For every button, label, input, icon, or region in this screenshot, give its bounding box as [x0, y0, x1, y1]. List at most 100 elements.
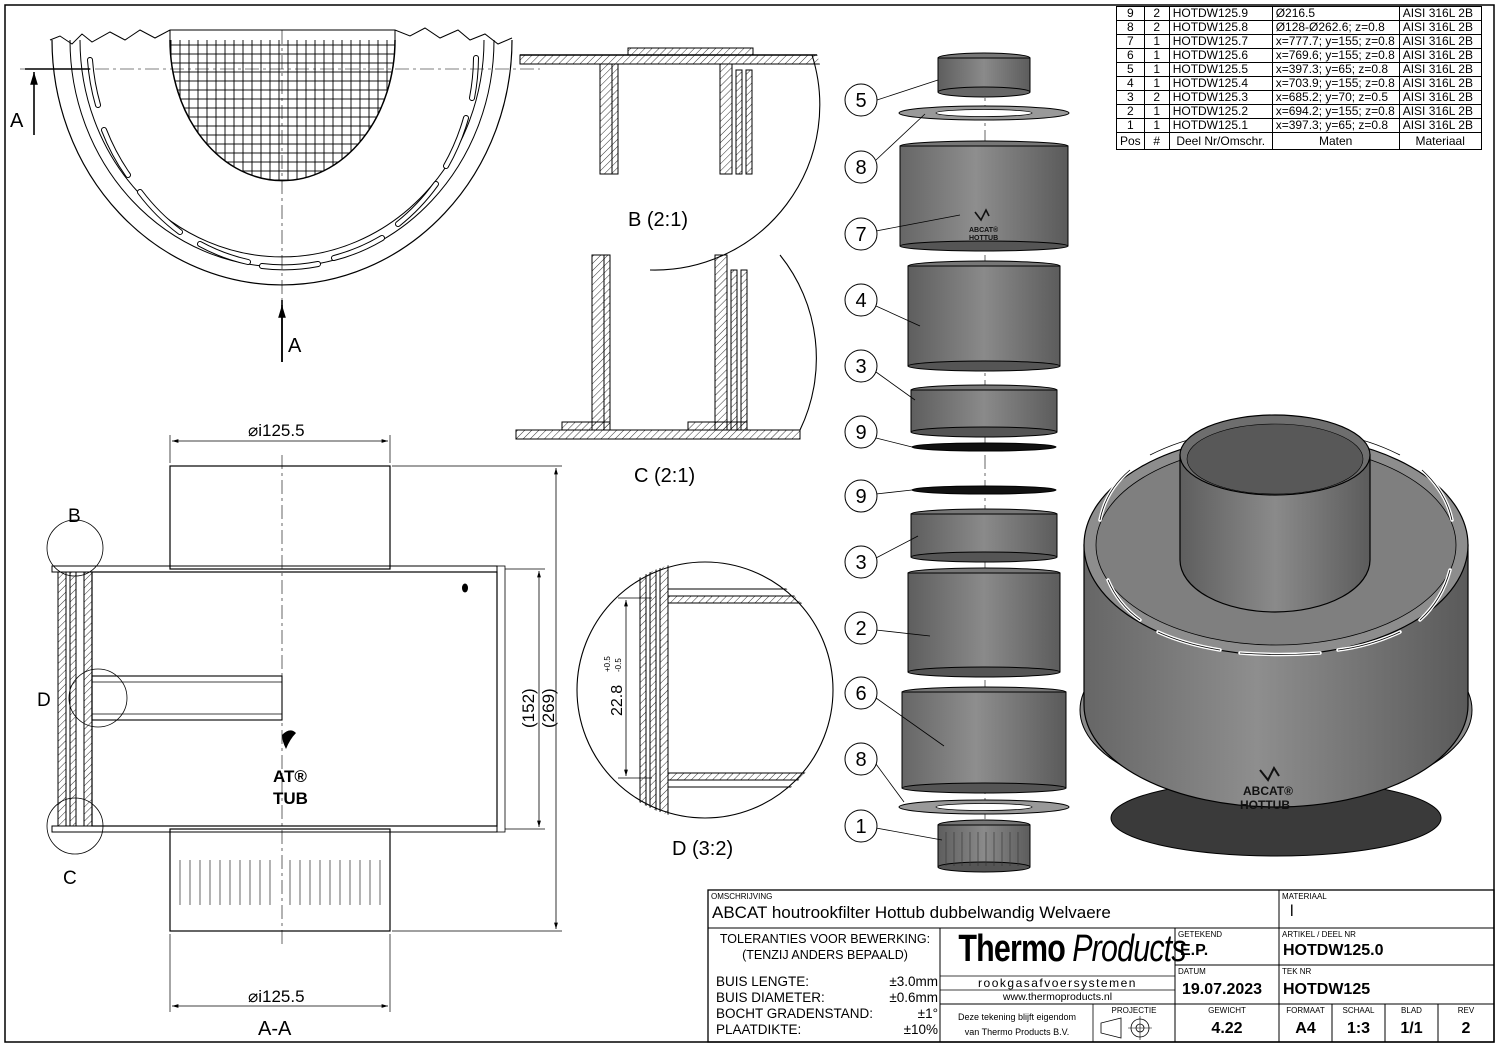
svg-text:6: 6 — [855, 683, 866, 705]
dim-d-tol-minus: -0.5 — [614, 658, 623, 672]
detail-c-title: C (2:1) — [634, 465, 695, 487]
datum-label: DATUM — [1178, 967, 1206, 976]
detail-c-view — [515, 254, 817, 440]
svg-text:3: 3 — [855, 552, 866, 574]
tolerance-row: BUIS DIAMETER:±0.6mm — [716, 990, 938, 1005]
dim-152: (152) — [519, 688, 538, 728]
svg-text:9: 9 — [855, 422, 866, 444]
projectie-label: PROJECTIE — [1111, 1006, 1157, 1015]
getekend-label: GETEKEND — [1178, 930, 1223, 939]
schaal-value: 1:3 — [1346, 1020, 1371, 1037]
svg-text:3: 3 — [855, 356, 866, 378]
company-subtitle: rookgasafvoersystemen — [978, 976, 1137, 990]
rev-label: REV — [1457, 1006, 1475, 1015]
balloon: 9 — [844, 479, 878, 513]
tek-nr-label: TEK NR — [1282, 967, 1312, 976]
balloon: 8 — [844, 742, 878, 776]
balloon: 2 — [844, 611, 878, 645]
tolerance-row: PLAATDIKTE:±10% — [716, 1022, 938, 1037]
balloon: 1 — [844, 809, 878, 843]
section-a-a-title: A-A — [258, 1018, 292, 1040]
balloon: 4 — [844, 283, 878, 317]
balloon: 3 — [844, 349, 878, 383]
top-view — [20, 27, 540, 362]
isometric-view — [1079, 414, 1473, 857]
balloon: 6 — [844, 676, 878, 710]
detail-d-letter: D — [37, 690, 51, 711]
gewicht-label: GEWICHT — [1208, 1006, 1246, 1015]
svg-text:7: 7 — [855, 224, 866, 246]
detail-d-title: D (3:2) — [672, 838, 733, 860]
svg-text:8: 8 — [855, 157, 866, 179]
schaal-label: SCHAAL — [1342, 1006, 1375, 1015]
ownership-notice: Deze tekening blijft eigendom van Thermo… — [942, 1010, 1092, 1040]
formaat-label: FORMAAT — [1286, 1006, 1325, 1015]
formaat-value: A4 — [1295, 1020, 1316, 1037]
dim-269: (269) — [539, 688, 558, 728]
dim-bottom-diameter: ⌀i125.5 — [248, 987, 305, 1006]
rev-value: 2 — [1461, 1020, 1471, 1037]
exploded-balloons: 5 8 7 4 3 9 9 3 2 6 8 1 — [844, 83, 878, 843]
exploded-view — [875, 52, 1070, 873]
detail-d-view — [576, 560, 835, 820]
detail-b-letter: B — [68, 506, 81, 527]
iso-brand-2: HOTTUB — [1240, 798, 1290, 812]
balloon: 8 — [844, 150, 878, 184]
tolerances-list: BUIS LENGTE:±3.0mm BUIS DIAMETER:±0.6mm … — [716, 974, 938, 1038]
brand-partial-1: AT® — [273, 767, 307, 786]
notice-line-1: Deze tekening blijft eigendom — [957, 1012, 1077, 1022]
cylinder-brand-2: HOTTUB — [969, 235, 998, 242]
materiaal-value: l — [1290, 903, 1294, 920]
section-a-a-view — [46, 435, 562, 1012]
balloon: 9 — [844, 415, 878, 449]
svg-text:9: 9 — [855, 486, 866, 508]
omschrijving-label: OMSCHRIJVING — [711, 892, 773, 901]
svg-text:8: 8 — [855, 749, 866, 771]
section-arrow-label-bottom: A — [288, 335, 302, 357]
blad-value: 1/1 — [1400, 1020, 1423, 1037]
artikel-value: HOTDW125.0 — [1283, 942, 1384, 959]
cylinder-brand-1: ABCAT® — [969, 226, 999, 234]
artikel-label: ARTIKEL / DEEL NR — [1282, 930, 1356, 939]
balloon: 5 — [844, 83, 878, 117]
materiaal-label: MATERIAAL — [1282, 892, 1327, 901]
tolerance-row: BOCHT GRADENSTAND:±1° — [716, 1006, 938, 1021]
company-url: www.thermoproducts.nl — [1002, 991, 1113, 1003]
detail-c-letter: C — [63, 868, 77, 889]
gewicht-value: 4.22 — [1211, 1020, 1243, 1037]
company-name-2: Products — [1072, 928, 1187, 970]
brand-partial-2: TUB — [273, 789, 308, 808]
svg-text:1: 1 — [855, 816, 866, 838]
balloon: 7 — [844, 217, 878, 251]
detail-b-view — [519, 47, 825, 175]
datum-value: 19.07.2023 — [1182, 981, 1263, 998]
detail-b-title: B (2:1) — [628, 209, 688, 231]
svg-text:4: 4 — [855, 290, 866, 312]
tolerances-title: TOLERANTIES VOOR BEWERKING: (TENZIJ ANDE… — [712, 931, 938, 963]
tolerances-title-line-2: (TENZIJ ANDERS BEPAALD) — [742, 948, 908, 962]
tolerance-row: BUIS LENGTE:±3.0mm — [716, 974, 938, 989]
iso-brand-1: ABCAT® — [1243, 784, 1293, 798]
tolerances-title-line-1: TOLERANTIES VOOR BEWERKING: — [719, 932, 931, 946]
getekend-value: E.P. — [1180, 942, 1209, 959]
title-block-grid — [707, 889, 1495, 1043]
balloon: 3 — [844, 545, 878, 579]
dim-top-diameter: ⌀i125.5 — [248, 421, 305, 440]
company-name-1: Thermo — [958, 928, 1066, 970]
dim-d-value: 22.8 — [609, 685, 626, 716]
tek-nr-value: HOTDW125 — [1283, 981, 1371, 998]
svg-text:2: 2 — [855, 618, 866, 640]
